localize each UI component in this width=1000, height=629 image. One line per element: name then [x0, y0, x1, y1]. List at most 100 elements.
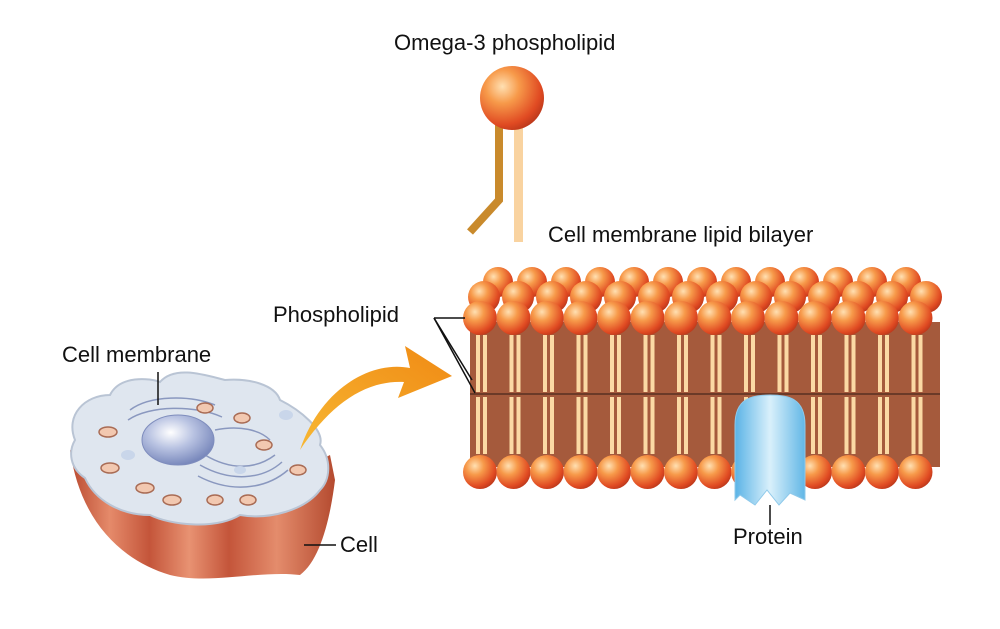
lipid-tail	[543, 335, 547, 392]
vesicles	[121, 410, 293, 474]
protein-channel-icon	[734, 394, 806, 506]
nucleus-icon	[141, 414, 215, 466]
phospholipid-head-bottom	[597, 455, 631, 489]
omega3-straight-tail	[514, 120, 523, 242]
lipid-tail	[844, 397, 849, 454]
phospholipid-head-bottom	[530, 455, 564, 489]
lipid-tail	[851, 335, 856, 392]
lipid-tail	[550, 397, 554, 454]
phospholipid-head-front	[630, 301, 665, 335]
lipid-tail	[617, 335, 621, 392]
lipid-tail	[583, 335, 588, 392]
lipid-tail	[918, 397, 923, 454]
curved-arrow-icon	[300, 346, 452, 450]
lipid-tail	[617, 397, 621, 454]
bottom-heads	[463, 455, 933, 489]
lipid-tail	[717, 335, 722, 392]
phospholipid-label: Phospholipid	[273, 302, 399, 327]
lipid-tail	[885, 335, 889, 392]
cell-label: Cell	[340, 532, 378, 557]
front-heads	[463, 301, 933, 335]
lipid-tail	[483, 397, 487, 454]
lipid-tail	[751, 335, 755, 392]
lipid-tail	[677, 335, 681, 392]
lipid-tail	[885, 397, 889, 454]
lipid-tail	[684, 335, 688, 392]
lipid-tail	[509, 397, 514, 454]
phospholipid-head-front	[697, 301, 732, 335]
lipid-tail	[911, 335, 916, 392]
phospholipid-head-front	[831, 301, 866, 335]
lipid-tail	[576, 335, 581, 392]
lipid-tail	[717, 397, 722, 454]
lipid-tail	[476, 397, 480, 454]
lipid-tail	[811, 335, 815, 392]
phospholipid-head-bottom	[563, 455, 598, 489]
lipid-tail	[483, 335, 487, 392]
lipid-tail	[878, 397, 882, 454]
phospholipid-head-front	[496, 301, 531, 335]
omega3-bent-tail	[467, 122, 503, 235]
phospholipid-head-front	[764, 301, 799, 335]
lipid-tail	[844, 335, 849, 392]
cell-illustration	[70, 371, 335, 579]
lipid-tail	[576, 397, 581, 454]
lipid-tail	[650, 335, 655, 392]
protein-label: Protein	[733, 524, 803, 549]
phospholipid-head-front	[530, 301, 564, 335]
leader-lines	[157, 317, 771, 546]
lipid-tail	[643, 397, 648, 454]
omega3-label: Omega-3 phospholipid	[394, 30, 616, 55]
lipid-tail	[918, 335, 923, 392]
phospholipid-head-front	[798, 301, 832, 335]
omega3-phospholipid	[467, 66, 544, 242]
lipid-tail	[818, 397, 822, 454]
lipid-tail	[516, 397, 521, 454]
lipid-tail	[550, 335, 554, 392]
lipid-tail	[878, 335, 882, 392]
lipid-tail	[650, 397, 655, 454]
lipid-tail	[610, 397, 614, 454]
lipid-tail	[784, 335, 789, 392]
lipid-tail	[710, 397, 715, 454]
lipid-tail	[610, 335, 614, 392]
phospholipid-head-bottom	[898, 455, 933, 489]
phospholipid-head-bottom	[630, 455, 665, 489]
phospholipid-head-bottom	[798, 455, 832, 489]
back-heads	[468, 267, 942, 313]
lipid-tail	[818, 335, 822, 392]
lipid-tail	[643, 335, 648, 392]
lipid-tail	[677, 397, 681, 454]
lipid-tail	[583, 397, 588, 454]
phospholipid-head-front	[597, 301, 631, 335]
phospholipid-head-bottom	[697, 455, 732, 489]
phospholipid-head-front	[463, 301, 497, 335]
phospholipid-head-front	[731, 301, 765, 335]
phospholipid-head-icon	[480, 66, 544, 130]
lipid-tail	[777, 335, 782, 392]
lipid-tail	[543, 397, 547, 454]
lipid-tail	[851, 397, 856, 454]
lipid-bilayer	[463, 267, 942, 506]
phospholipid-head-bottom	[463, 455, 497, 489]
lipid-tail	[744, 335, 748, 392]
lipid-tail	[710, 335, 715, 392]
phospholipid-head-bottom	[496, 455, 531, 489]
lipid-tail	[476, 335, 480, 392]
phospholipid-head-bottom	[831, 455, 866, 489]
organelles	[98, 402, 307, 506]
phospholipid-head-bottom	[664, 455, 698, 489]
phospholipid-head-front	[865, 301, 899, 335]
lipid-tail	[516, 335, 521, 392]
lipid-tail	[684, 397, 688, 454]
endoplasmic-reticulum	[127, 397, 289, 488]
phospholipid-head-front	[563, 301, 598, 335]
lipid-tail	[509, 335, 514, 392]
lipid-tail	[911, 397, 916, 454]
cell-membrane-label: Cell membrane	[62, 342, 212, 367]
bilayer-label: Cell membrane lipid bilayer	[548, 222, 814, 247]
phospholipid-head-bottom	[865, 455, 899, 489]
phospholipid-head-front	[898, 301, 933, 335]
